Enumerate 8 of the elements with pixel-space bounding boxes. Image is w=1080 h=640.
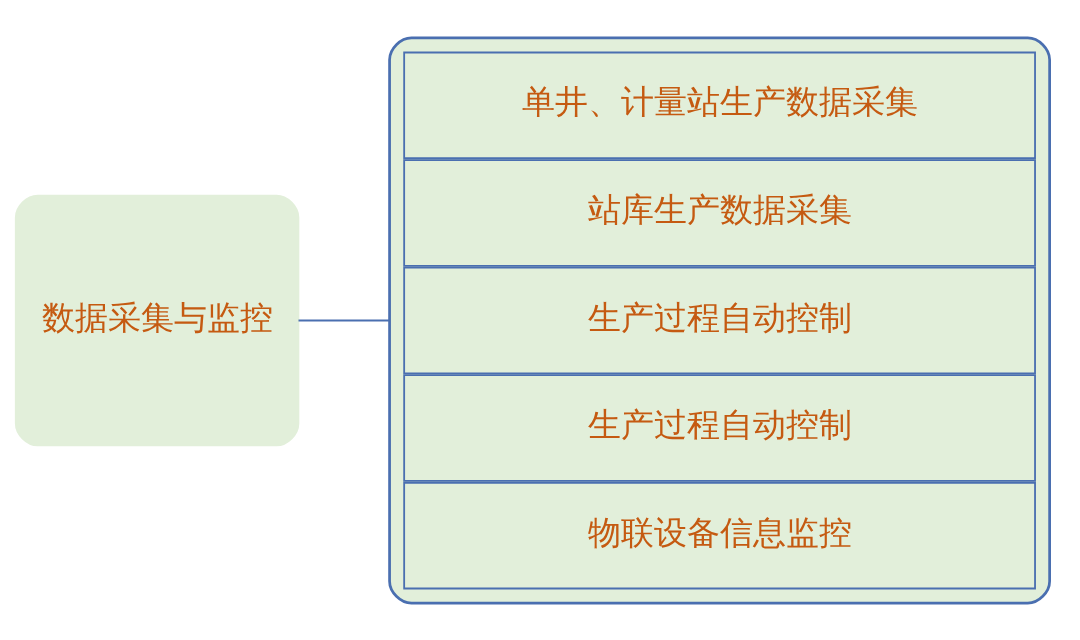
cluster	[388, 36, 1051, 604]
connector	[297, 319, 391, 321]
node-box: 生产过程自动控制	[403, 373, 1036, 482]
node-box: 物联设备信息监控	[403, 481, 1036, 589]
node-box: 单井、计量站生产数据采集	[403, 51, 1036, 159]
node-box: 站库生产数据采集	[403, 158, 1036, 267]
node-box: 数据采集与监控	[14, 194, 300, 446]
node-box: 生产过程自动控制	[403, 266, 1036, 374]
